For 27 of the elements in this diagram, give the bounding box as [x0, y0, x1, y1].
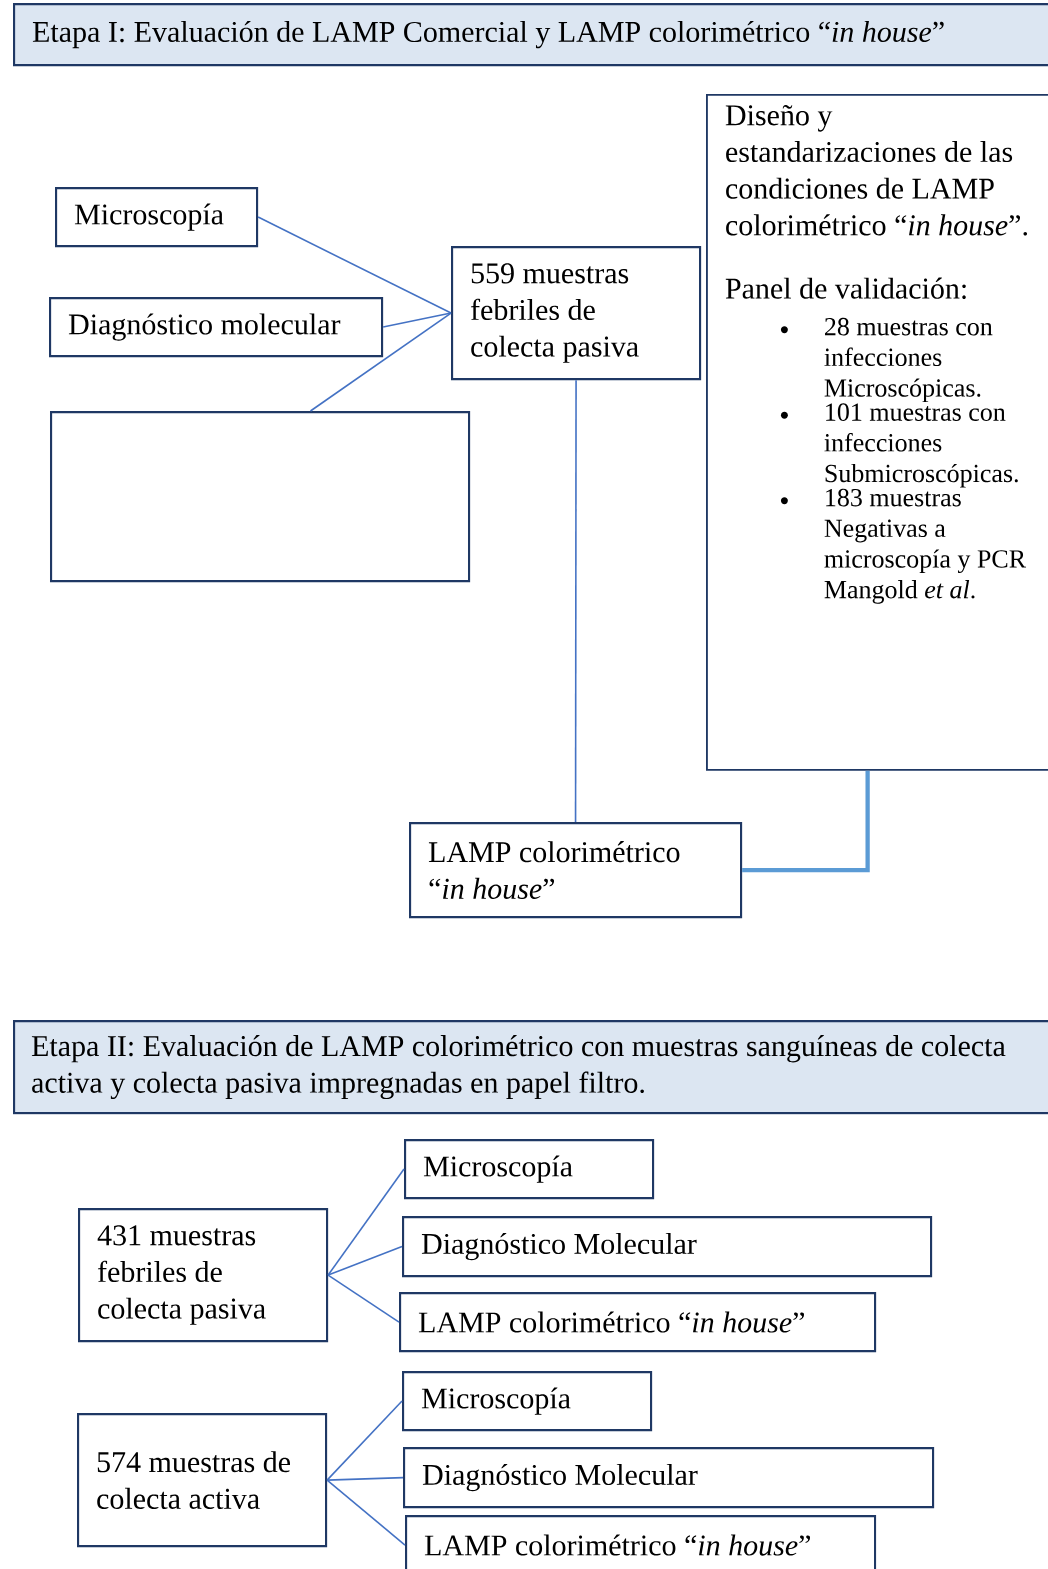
process-box: Diagnóstico molecular [49, 297, 384, 358]
process-box: 559 muestras febriles de colecta pasiva [451, 246, 702, 381]
text-panel: Diseño y estandarizaciones de las condiciones de LAMP colorimétrico “in house”. Panel de validación: 28 muestras con infecciones Microscópicas. 101 muestras con infecciones Submicroscópicas. 183 muestras Negativas a microscopía y PCR Mangold et al. [706, 94, 1048, 771]
connector-line [326, 1400, 403, 1481]
connector-line [309, 312, 452, 412]
process-box: Diagnóstico Molecular [402, 1216, 933, 1278]
connector-line [257, 216, 452, 314]
process-box: LAMP colorimétrico “in house” [405, 1515, 877, 1569]
process-box: 431 muestras febriles de colecta pasiva [78, 1208, 329, 1343]
connector-line [742, 770, 870, 873]
empty-box [50, 411, 471, 583]
process-box: Microscopía [402, 1371, 653, 1432]
stage-header: Etapa I: Evaluación de LAMP Comercial y LAMP colorimétrico “in house” [13, 3, 1048, 67]
process-box: Diagnóstico Molecular [403, 1447, 935, 1509]
connector-line [327, 1168, 405, 1276]
connector-line [326, 1479, 406, 1546]
process-box: LAMP colorimétrico “in house” [409, 822, 743, 919]
connector-line [382, 312, 452, 328]
connector-line [574, 379, 577, 823]
process-box: Microscopía [404, 1139, 655, 1200]
process-box: LAMP colorimétrico “in house” [399, 1292, 877, 1353]
stage-header: Etapa II: Evaluación de LAMP colorimétrico con muestras sanguíneas de colecta activa y colecta pasiva impregnadas en papel filtro. [13, 1020, 1048, 1115]
connector-line [326, 1476, 404, 1481]
connector-line [327, 1274, 400, 1323]
process-box: 574 muestras de colecta activa [77, 1413, 328, 1548]
connector-line [327, 1245, 403, 1276]
process-box: Microscopía [55, 187, 259, 248]
